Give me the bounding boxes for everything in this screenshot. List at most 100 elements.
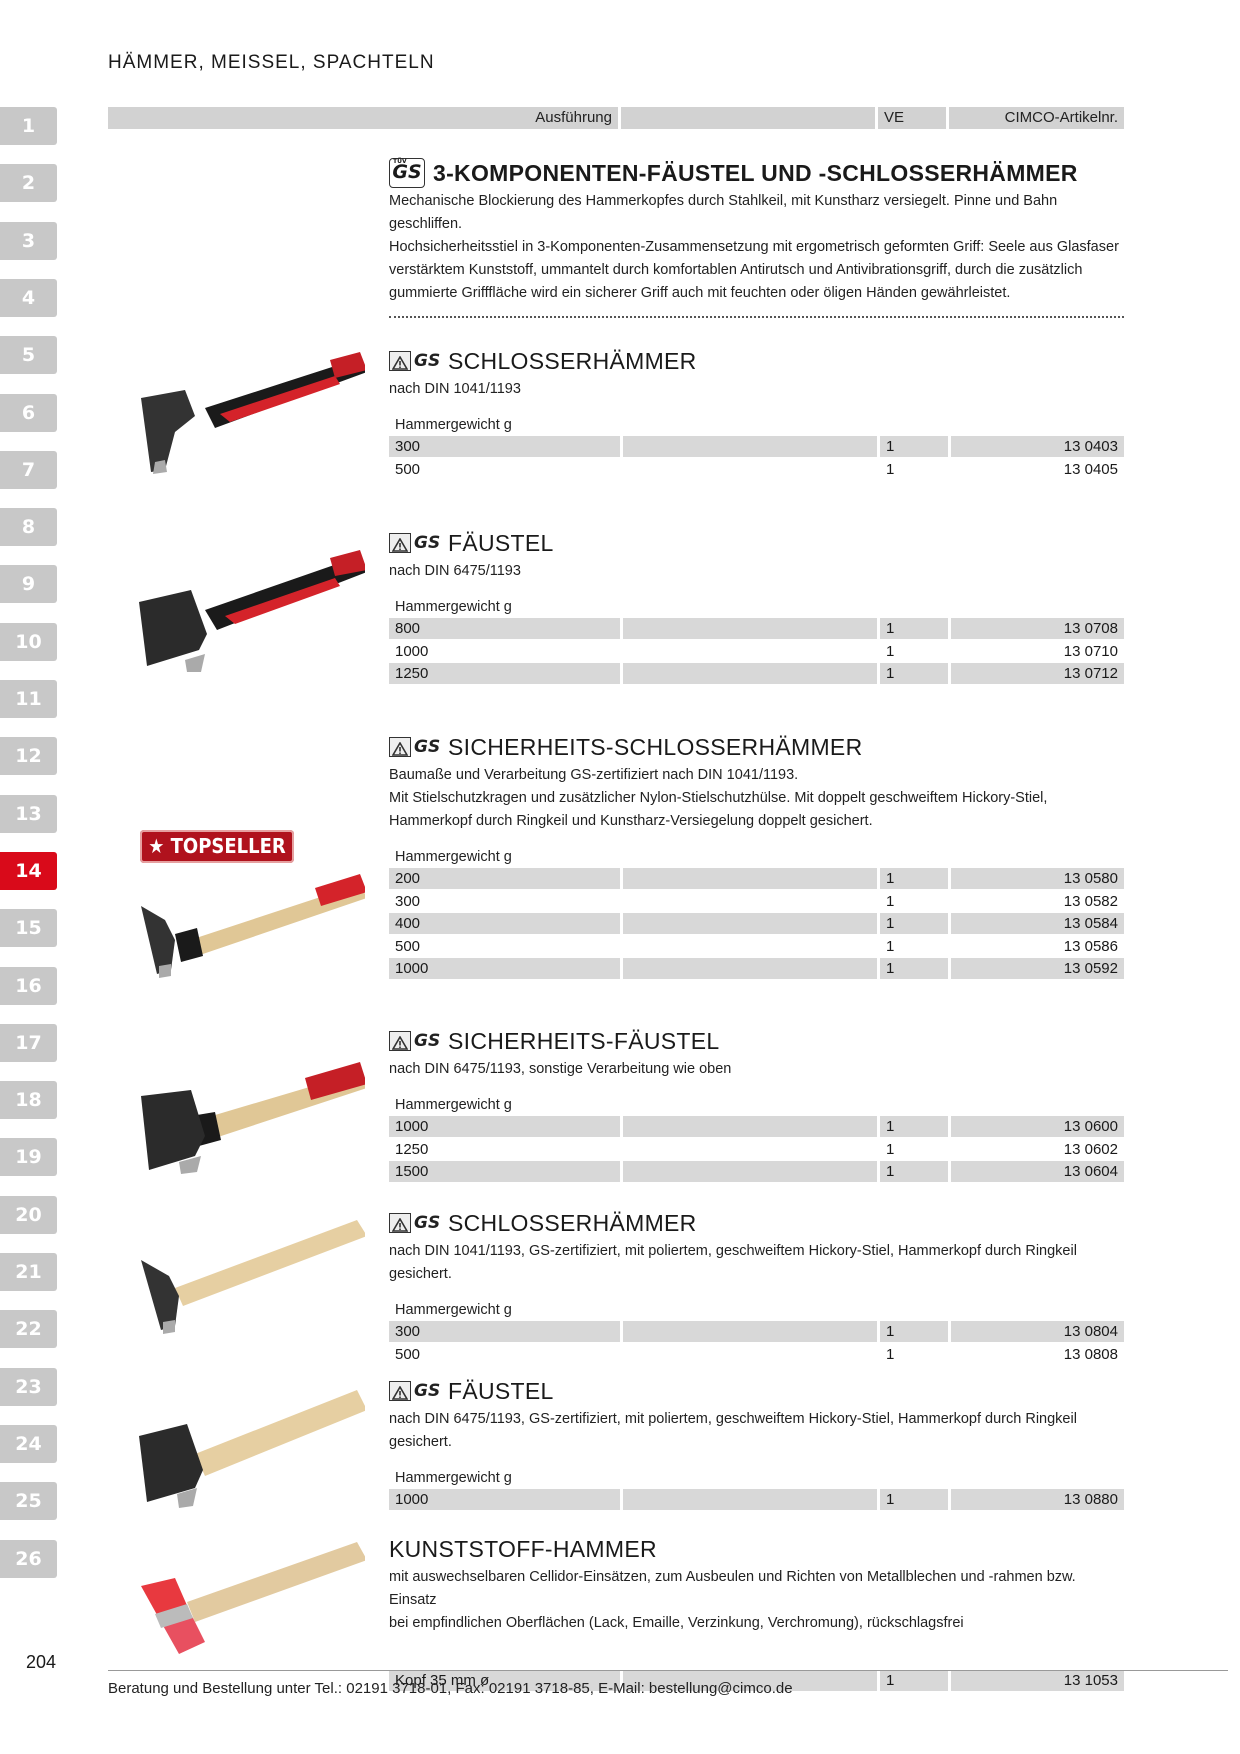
chapter-tab-2[interactable]: 2 xyxy=(0,164,57,203)
weight-subheader: Hammergewicht g xyxy=(395,849,512,865)
cell-article-number: 13 1053 xyxy=(951,1670,1124,1691)
cell-ve: 1 xyxy=(880,913,948,934)
section-description: nach DIN 1041/1193, GS-zertifiziert, mit… xyxy=(389,1243,1077,1282)
section-title: SICHERHEITS-FÄUSTEL xyxy=(448,1027,720,1054)
cell-variant: 500 xyxy=(395,460,421,478)
chapter-tab-23[interactable]: 23 xyxy=(0,1367,57,1406)
chapter-tab-10[interactable]: 10 xyxy=(0,622,57,661)
cell-blank xyxy=(623,958,877,979)
chapter-tab-22[interactable]: 22 xyxy=(0,1310,57,1349)
cell-variant: 1000 xyxy=(395,642,429,660)
cell-ve: 1 xyxy=(886,892,895,910)
cell-ve: 1 xyxy=(880,1116,948,1137)
weight-subheader: Hammergewicht g xyxy=(395,1097,512,1113)
cell-blank xyxy=(623,1321,877,1342)
cell-blank xyxy=(623,868,877,889)
cert-badges: GS xyxy=(389,1213,440,1233)
cell-ve: 1 xyxy=(880,663,948,684)
warning-triangle-icon xyxy=(389,351,411,371)
section-description: mit auswechselbaren Cellidor-Einsätzen, … xyxy=(389,1569,1076,1631)
cell-article-number: 13 0708 xyxy=(951,618,1124,639)
section-description: nach DIN 6475/1193, sonstige Verarbeitun… xyxy=(389,1061,732,1077)
chapter-tab-13[interactable]: 13 xyxy=(0,794,57,833)
cell-ve: 1 xyxy=(886,642,895,660)
warning-triangle-icon xyxy=(389,533,411,553)
divider xyxy=(389,316,1124,318)
cell-variant: 1250 xyxy=(389,663,620,684)
weight-subheader: Hammergewicht g xyxy=(395,417,512,433)
chapter-tab-14[interactable]: 14 xyxy=(0,851,57,890)
cell-ve: 1 xyxy=(880,618,948,639)
section-description: nach DIN 1041/1193 xyxy=(389,381,521,397)
section-description: nach DIN 6475/1193 xyxy=(389,563,521,579)
chapter-tab-16[interactable]: 16 xyxy=(0,966,57,1005)
cell-blank xyxy=(623,1489,877,1510)
cell-variant: 1000 xyxy=(389,1116,620,1137)
intro-description: Mechanische Blockierung des Hammerkopfes… xyxy=(389,193,1119,301)
chapter-tab-5[interactable]: 5 xyxy=(0,336,57,375)
chapter-tab-24[interactable]: 24 xyxy=(0,1424,57,1463)
safety-locksmith-hammer-image xyxy=(141,874,365,978)
chapter-tab-26[interactable]: 26 xyxy=(0,1539,57,1578)
gs-mark-icon: GS xyxy=(414,1381,441,1401)
plastic-hammer-image xyxy=(141,1542,365,1654)
chapter-tab-25[interactable]: 25 xyxy=(0,1482,57,1521)
cell-article-number: 13 0804 xyxy=(951,1321,1124,1342)
chapter-tab-7[interactable]: 7 xyxy=(0,450,57,489)
cell-blank xyxy=(623,663,877,684)
cert-badges: GS xyxy=(389,533,441,553)
cell-blank xyxy=(623,641,877,662)
chapter-tab-12[interactable]: 12 xyxy=(0,737,57,776)
cell-blank xyxy=(623,1161,877,1182)
club-hammer-fiberglass-image xyxy=(139,550,365,672)
cell-blank xyxy=(623,436,877,457)
chapter-tab-21[interactable]: 21 xyxy=(0,1253,57,1291)
cell-article-number: 13 0600 xyxy=(951,1116,1124,1137)
cell-article-number: 13 0604 xyxy=(951,1161,1124,1182)
gs-mark-icon: GS xyxy=(414,533,441,553)
warning-triangle-icon xyxy=(389,737,411,757)
cell-article-number: 13 0580 xyxy=(951,868,1124,889)
locksmith-hammer-hickory-image xyxy=(141,1220,365,1334)
cell-ve: 1 xyxy=(886,1345,895,1363)
chapter-tab-11[interactable]: 11 xyxy=(0,680,57,718)
chapter-tab-19[interactable]: 19 xyxy=(0,1138,57,1177)
intro-title: 3-KOMPONENTEN-FÄUSTEL UND -SCHLOSSERHÄMM… xyxy=(433,159,1078,186)
chapter-tab-15[interactable]: 15 xyxy=(0,909,57,948)
cell-variant: Kopf 35 mm ø xyxy=(389,1670,620,1691)
cell-variant: 500 xyxy=(395,1345,421,1363)
cell-article-number: 13 0586 xyxy=(1063,937,1118,955)
chapter-tab-6[interactable]: 6 xyxy=(0,393,57,432)
chapter-tab-1[interactable]: 1 xyxy=(0,107,57,145)
cell-variant: 300 xyxy=(395,892,421,910)
chapter-tab-3[interactable]: 3 xyxy=(0,221,57,260)
header-article-number: CIMCO-Artikelnr. xyxy=(949,107,1124,129)
chapter-tab-4[interactable]: 4 xyxy=(0,278,57,317)
page-header: HÄMMER, MEISSEL, SPACHTELN xyxy=(108,52,435,73)
chapter-tab-8[interactable]: 8 xyxy=(0,508,57,547)
chapter-tab-17[interactable]: 17 xyxy=(0,1023,57,1062)
warning-triangle-icon xyxy=(389,1031,411,1051)
cell-ve: 1 xyxy=(880,1321,948,1342)
chapter-tab-18[interactable]: 18 xyxy=(0,1081,57,1120)
cell-variant: 800 xyxy=(389,618,620,639)
cert-badges: GS xyxy=(389,737,440,757)
cell-variant: 200 xyxy=(389,868,620,889)
chapter-tab-9[interactable]: 9 xyxy=(0,565,57,604)
cell-variant: 300 xyxy=(389,436,620,457)
chapter-tab-20[interactable]: 20 xyxy=(0,1195,57,1234)
cell-article-number: 13 0602 xyxy=(1063,1140,1118,1158)
